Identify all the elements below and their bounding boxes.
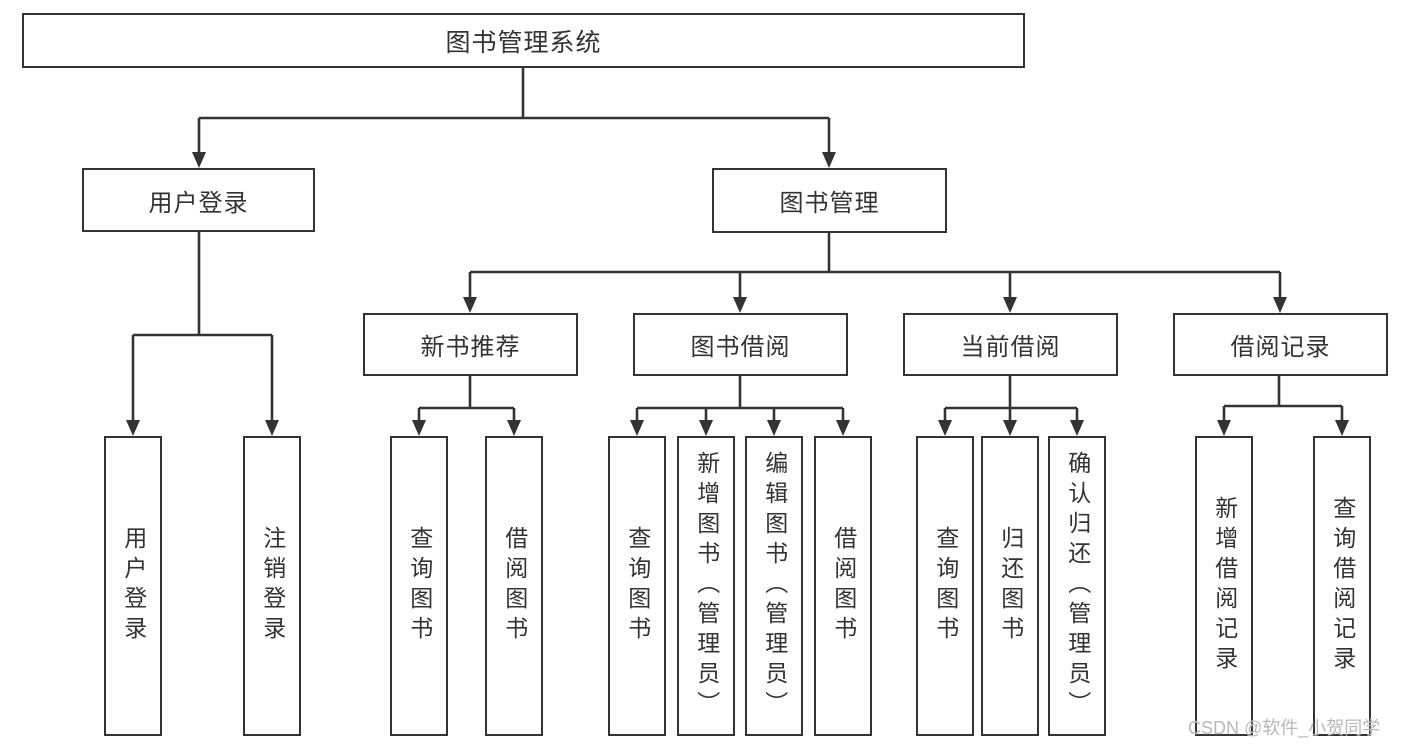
node-root-label: 图书管理系统 [445, 28, 602, 57]
node-current-borrow: 当前借阅 [903, 313, 1118, 376]
node-root: 图书管理系统 [22, 13, 1025, 68]
node-new-book-recommend: 新书推荐 [363, 313, 578, 376]
leaf-borrow-books-recommend: 借阅图书 [485, 436, 543, 736]
leaf-query-books-recommend: 查询图书 [390, 436, 448, 736]
leaf-edit-books-admin: 编辑图书（管理员） [745, 436, 803, 736]
connector-current-borrow [943, 376, 1079, 421]
arrow-down-icon [126, 420, 140, 436]
connector-user-login [131, 232, 274, 421]
leaf-logout: 注销登录 [243, 436, 301, 736]
arrow-down-icon [1273, 297, 1287, 313]
arrow-down-icon [1070, 420, 1084, 436]
node-new-book-recommend-label: 新书推荐 [420, 334, 521, 361]
arrow-down-icon [463, 297, 477, 313]
arrow-down-icon [767, 420, 781, 436]
leaf-label: 查询借阅记录 [1329, 496, 1356, 676]
leaf-label: 查询图书 [932, 526, 959, 646]
leaf-return-books: 归还图书 [981, 436, 1039, 736]
arrow-down-icon [1217, 420, 1231, 436]
node-book-management: 图书管理 [712, 168, 947, 233]
leaf-label: 新增借阅记录 [1211, 496, 1238, 676]
arrow-down-icon [265, 420, 279, 436]
node-book-borrow: 图书借阅 [633, 313, 848, 376]
connector-new-book [417, 376, 516, 421]
leaf-label: 新增图书（管理员） [693, 451, 720, 721]
leaf-query-borrow-record: 查询借阅记录 [1313, 436, 1371, 736]
arrow-down-icon [1003, 297, 1017, 313]
connector-root [197, 68, 831, 152]
node-user-login: 用户登录 [82, 168, 315, 232]
leaf-label: 借阅图书 [501, 526, 528, 646]
arrow-down-icon [938, 420, 952, 436]
leaf-label: 编辑图书（管理员） [761, 451, 788, 721]
leaf-borrow-books: 借阅图书 [814, 436, 872, 736]
arrow-down-icon [836, 420, 850, 436]
connector-borrow-records [1222, 376, 1344, 421]
arrow-down-icon [507, 420, 521, 436]
leaf-user-login: 用户登录 [104, 436, 162, 736]
leaf-add-borrow-record: 新增借阅记录 [1195, 436, 1253, 736]
arrow-down-icon [412, 420, 426, 436]
node-book-borrow-label: 图书借阅 [690, 334, 791, 361]
leaf-label: 归还图书 [997, 526, 1024, 646]
connector-book-management [468, 233, 1282, 298]
connector-book-borrow [635, 376, 845, 421]
leaf-label: 查询图书 [624, 526, 651, 646]
node-current-borrow-label: 当前借阅 [960, 334, 1061, 361]
leaf-add-books-admin: 新增图书（管理员） [677, 436, 735, 736]
node-book-management-label: 图书管理 [779, 190, 880, 217]
node-borrow-records-label: 借阅记录 [1230, 334, 1331, 361]
leaf-label: 查询图书 [406, 526, 433, 646]
leaf-user-login-label: 用户登录 [120, 526, 147, 646]
leaf-logout-label: 注销登录 [259, 526, 286, 646]
leaf-label: 借阅图书 [830, 526, 857, 646]
arrow-down-icon [699, 420, 713, 436]
arrow-down-icon [1003, 420, 1017, 436]
node-borrow-records: 借阅记录 [1173, 313, 1388, 376]
csdn-watermark: CSDN @软件_小贺同学 [1188, 718, 1381, 738]
arrow-down-icon [630, 420, 644, 436]
arrow-down-icon [733, 297, 747, 313]
leaf-label: 确认归还（管理员） [1064, 451, 1091, 721]
leaf-confirm-return-admin: 确认归还（管理员） [1048, 436, 1106, 736]
leaf-query-books-borrow: 查询图书 [608, 436, 666, 736]
arrow-down-icon [822, 152, 836, 168]
node-user-login-label: 用户登录 [148, 189, 249, 217]
leaf-query-books-current: 查询图书 [916, 436, 974, 736]
arrow-down-icon [1335, 420, 1349, 436]
arrow-down-icon [192, 152, 206, 168]
